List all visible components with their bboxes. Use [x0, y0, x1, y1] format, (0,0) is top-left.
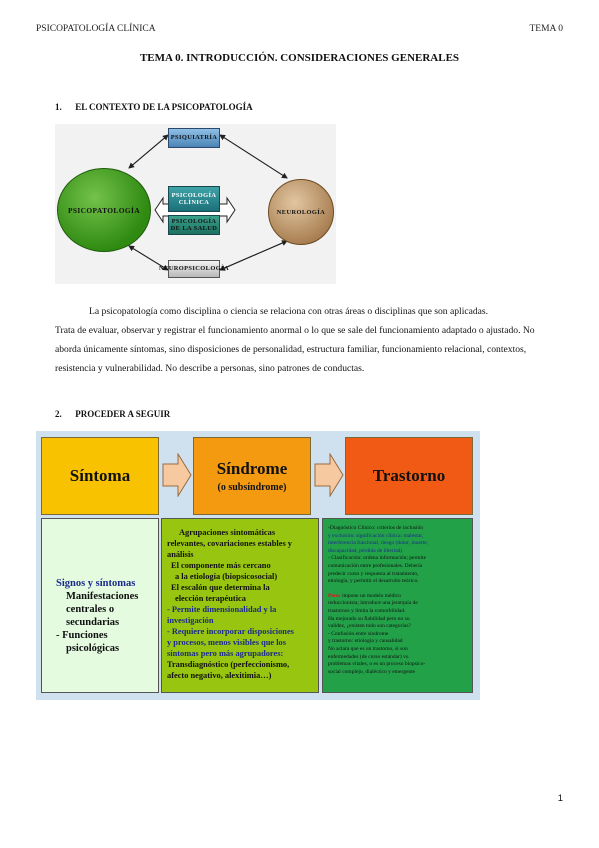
paragraph-rest: Trata de evaluar, observar y registrar e… — [55, 325, 535, 374]
col3-line-15: y trastorno: etiología y causalidad — [328, 638, 403, 645]
arrow-sindrome-trastorno — [314, 453, 344, 497]
col1-line-2: Manifestaciones — [66, 591, 139, 602]
col1-line-3: centrales o — [66, 604, 115, 615]
col3-line-14: - Confusión entre síndrome — [328, 630, 389, 637]
col1-line-4: secundarias — [66, 617, 120, 628]
col3-line-10: reduccionista; introduce una jerarquía d… — [328, 600, 418, 607]
col2-line-6: El escalón que determina la — [171, 583, 270, 592]
section-1-number: 1. — [55, 102, 62, 112]
context-paragraph: La psicopatología como disciplina o cien… — [55, 302, 563, 378]
box-sindrome-sub: (o subsíndrome) — [217, 482, 287, 493]
box-sindrome-label: Síndrome — [216, 459, 288, 478]
column-sindrome: Agrupaciones sintomáticas relevantes, co… — [161, 518, 319, 693]
col3-line-3: interferencia funcional, riesgo (dolor, … — [328, 540, 429, 547]
col2-line-1: Agrupaciones sintomáticas — [179, 528, 276, 537]
page-title: TEMA 0. INTRODUCCIÓN. CONSIDERACIONES GE… — [139, 52, 460, 64]
col3-line-9: impone un modelo médico — [340, 592, 401, 599]
col1-line-6: psicológicas — [66, 643, 120, 654]
column-trastorno: -Diagnóstico Clínico: criterios de inclu… — [322, 518, 473, 693]
box-sintoma: Síntoma — [41, 437, 159, 515]
header-right: TEMA 0 — [529, 24, 563, 34]
col2-line-13: Transdiagnóstico (perfeccionismo, — [167, 660, 290, 669]
col2-line-12: síntomas pero más agrupadores: — [167, 649, 284, 658]
section-2-number: 2. — [55, 409, 62, 419]
col1-line-5: - Funciones — [56, 630, 108, 641]
arrow-sintoma-sindrome — [162, 453, 192, 497]
column-sintoma: Signos y síntomas Manifestaciones centra… — [41, 518, 159, 693]
paragraph-line-1: La psicopatología como disciplina o cien… — [89, 306, 489, 317]
psychopathology-context-diagram: PSIQUIATRÍA PSICOLOGÍA CLÍNICA PSICOLOGÍ… — [55, 124, 336, 284]
section-2-title: PROCEDER A SEGUIR — [75, 409, 171, 419]
box-neuropsicologia: NEUROPSICOLOGÍA — [159, 260, 229, 278]
col3-line-18: problemas vitales, o es un proceso biops… — [328, 661, 426, 668]
col2-line-14: afecto negativo, alexitimia…) — [167, 671, 272, 680]
box-psiquiatria: PSIQUIATRÍA — [168, 128, 220, 148]
col2-line-10: - Requiere incorporar disposiciones — [167, 627, 294, 636]
col3-line-19: social complejo, dialéctico y emergente — [328, 668, 416, 675]
circle-psicopatologia: PSICOPATOLOGÍA — [57, 168, 151, 252]
col3-line-11: trastornos y limita la comorbilidad. — [328, 607, 406, 614]
col3-line-12: Ha mejorado su fiabilidad pero no su — [328, 615, 410, 622]
col3-line-7: predecir curso y respuesta al tratamient… — [328, 570, 419, 577]
col3-line-8: etiología, y permitir el desarrollo teór… — [328, 578, 419, 585]
col2-line-3: análisis — [167, 550, 194, 559]
col2-line-8: - Permite dimensionalidad y la — [167, 605, 277, 614]
col1-signos: Signos y síntomas — [56, 578, 136, 589]
header-left: PSICOPATOLOGÍA CLÍNICA — [36, 24, 156, 34]
col2-line-5: a la etiología (biopsicosocial) — [175, 572, 278, 581]
col3-line-2: y exclusión: significación clínica: male… — [328, 532, 424, 539]
col2-line-2: relevantes, covariaciones estables y — [167, 539, 292, 548]
procedure-diagram: Síntoma Síndrome (o subsíndrome) Trastor… — [36, 431, 480, 700]
col2-line-11: y procesos, menos visibles que los — [167, 638, 286, 647]
circle-neurologia: NEUROLOGÍA — [268, 179, 334, 245]
col3-line-17: enfermedades (de curso estándar) vs. — [328, 653, 410, 660]
box-psicologia-salud: PSICOLOGÍA DE LA SALUD — [168, 215, 220, 235]
box-sintoma-label: Síntoma — [69, 466, 131, 485]
page-number: 1 — [557, 793, 563, 804]
col3-line-1: -Diagnóstico Clínico: criterios de inclu… — [328, 525, 424, 531]
col3-line-4: discapacidad, pérdida de libertad) — [328, 547, 403, 554]
col2-line-7: elección terapéutica — [175, 594, 246, 603]
col3-pero-label: Pero: — [328, 592, 341, 599]
col3-line-13: validez, ¿existen todo son categorías? — [328, 623, 411, 630]
section-1-heading: 1. EL CONTEXTO DE LA PSICOPATOLOGÍA — [55, 102, 253, 112]
col3-line-16: No aclara que es un trastorno, si son — [328, 645, 408, 652]
col3-line-5: - Clasificación: ordena información; per… — [328, 555, 427, 562]
box-sindrome: Síndrome (o subsíndrome) — [193, 437, 311, 515]
box-trastorno-label: Trastorno — [372, 466, 446, 485]
section-2-heading: 2. PROCEDER A SEGUIR — [55, 409, 170, 419]
col2-line-9: investigación — [167, 616, 214, 625]
col2-line-4: El componente más cercano — [171, 561, 271, 570]
box-trastorno: Trastorno — [345, 437, 473, 515]
col3-line-6: comunicación entre profesionales. Deberí… — [328, 562, 423, 569]
box-psicologia-clinica: PSICOLOGÍA CLÍNICA — [168, 186, 220, 212]
section-1-title: EL CONTEXTO DE LA PSICOPATOLOGÍA — [75, 102, 253, 112]
